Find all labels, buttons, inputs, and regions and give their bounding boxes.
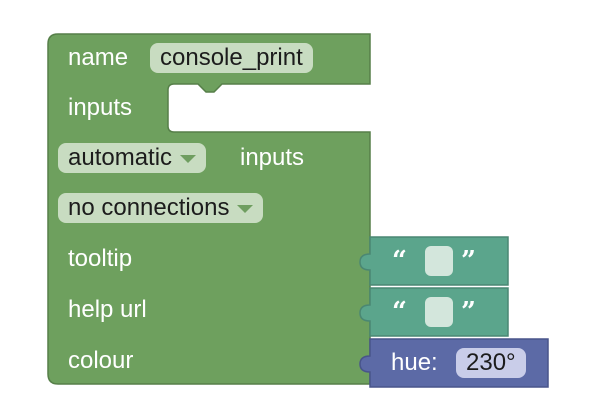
inputs-suffix-label: inputs: [240, 144, 305, 171]
dropdown-arrow-icon: [237, 205, 254, 213]
close-quote-icon: ”: [461, 297, 476, 327]
connections-value: no connections: [68, 194, 230, 221]
help-url-text-field[interactable]: [425, 297, 453, 327]
dropdown-arrow-icon: [180, 155, 197, 163]
inputs-mode-value: automatic: [68, 144, 173, 171]
tooltip-text-field[interactable]: [425, 246, 453, 276]
inputs-mode-dropdown[interactable]: automatic: [58, 143, 207, 173]
help-url-label: help url: [68, 296, 147, 323]
name-input[interactable]: console_print: [150, 43, 313, 73]
hue-value-field[interactable]: 230°: [456, 348, 526, 378]
name-label: name: [68, 44, 129, 71]
colour-label: colour: [68, 347, 134, 374]
tooltip-label: tooltip: [68, 245, 133, 272]
inputs-statement-slot[interactable]: [168, 84, 368, 132]
connections-dropdown[interactable]: no connections: [58, 193, 264, 223]
hue-label: hue:: [391, 349, 438, 376]
open-quote-icon: “: [392, 246, 407, 276]
inputs-label: inputs: [68, 94, 133, 121]
open-quote-icon: “: [392, 297, 407, 327]
close-quote-icon: ”: [461, 246, 476, 276]
